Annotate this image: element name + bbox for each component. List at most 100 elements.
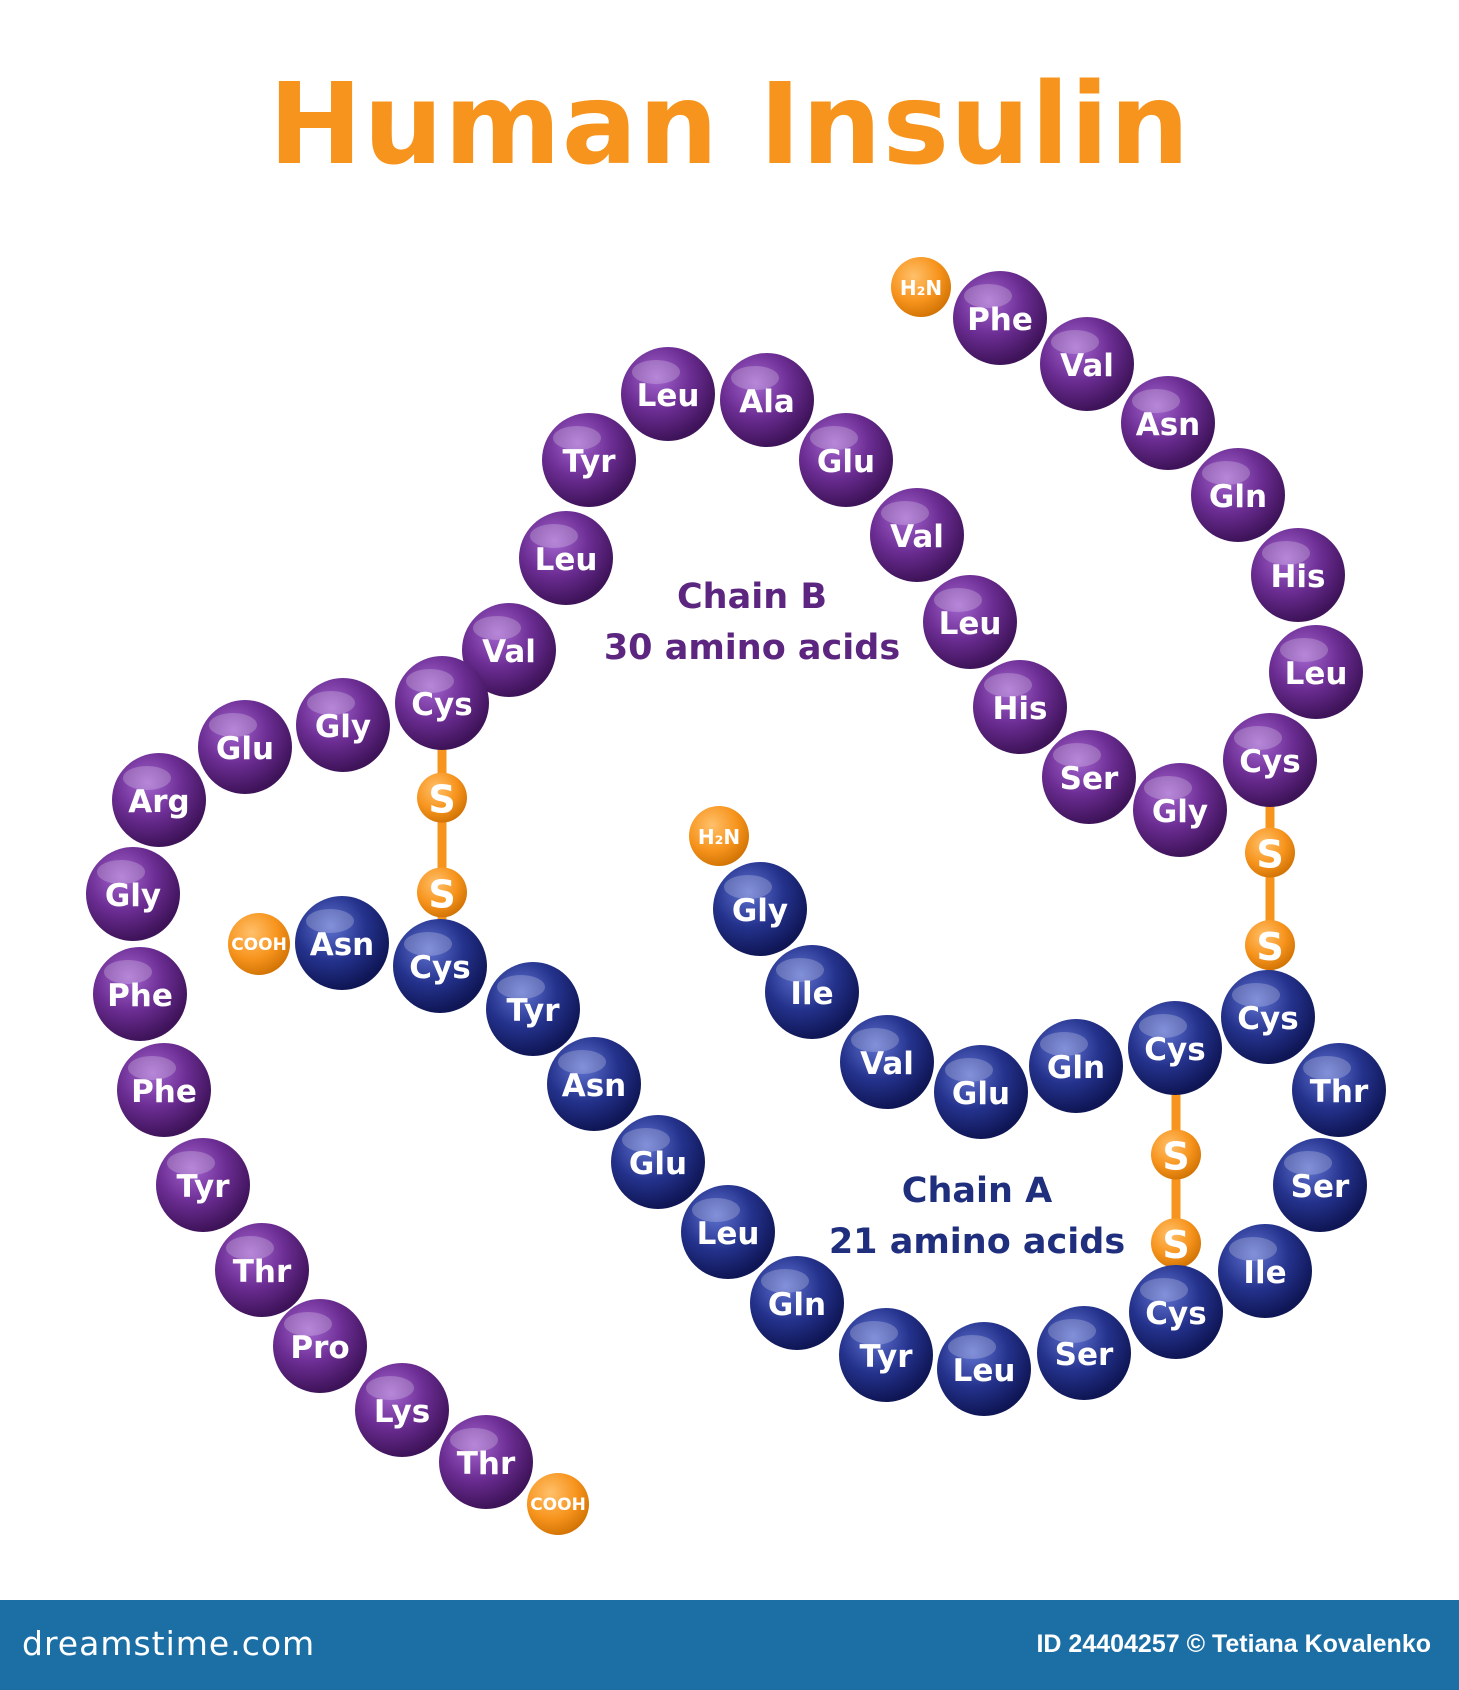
page-title: Human Insulin bbox=[268, 60, 1191, 190]
chain-b-bead bbox=[1269, 625, 1363, 719]
sulfur-label: S bbox=[1256, 833, 1283, 877]
chain-a-c-terminus-circle bbox=[228, 913, 290, 975]
chain-b-c-terminus: COOH bbox=[527, 1473, 589, 1535]
chain-a-bead-highlight bbox=[776, 958, 824, 982]
sulfur-atom bbox=[417, 772, 467, 823]
chain-b-residue: Leu bbox=[519, 511, 613, 605]
chain-b-residue: Glu bbox=[799, 413, 893, 507]
chain-a-bead bbox=[839, 1308, 933, 1402]
chain-b-bead bbox=[273, 1299, 367, 1393]
chain-b-residue-label: His bbox=[1270, 559, 1325, 595]
chain-a-bead-highlight bbox=[1229, 1237, 1277, 1261]
footer-site: dreamstime.com bbox=[22, 1624, 316, 1663]
chain-b-bead-highlight bbox=[128, 1056, 176, 1080]
chain-b-residue-label: Lys bbox=[374, 1394, 430, 1430]
chain-a-residue-label: Asn bbox=[562, 1068, 627, 1104]
chain-b-residue-label: Ser bbox=[1060, 761, 1119, 797]
chain-b-residue-label: Leu bbox=[535, 542, 598, 578]
sulfur-atom bbox=[1151, 1218, 1201, 1269]
chain-a-residue-label: Glu bbox=[629, 1146, 687, 1182]
chain-b-residue: Gly bbox=[296, 678, 390, 772]
chain-a-residue: Leu bbox=[681, 1185, 775, 1279]
chain-b-residue: Pro bbox=[273, 1299, 367, 1393]
chain-a-n-terminus: H₂N bbox=[689, 806, 749, 866]
chain-a-residue: Ile bbox=[765, 945, 859, 1039]
chain-a-bead-highlight bbox=[851, 1028, 899, 1052]
chain-a-bead-highlight bbox=[850, 1321, 898, 1345]
chain-b-residue: Thr bbox=[439, 1415, 533, 1509]
chain-b-count: 30 amino acids bbox=[604, 628, 900, 668]
chain-a-residue: Glu bbox=[611, 1115, 705, 1209]
chain-b-n-terminus: H₂N bbox=[891, 257, 951, 317]
chain-b-bead-highlight bbox=[731, 366, 779, 390]
chain-a-residue: Cys bbox=[1129, 1265, 1223, 1359]
chain-a-residue: Ser bbox=[1037, 1306, 1131, 1400]
chain-b-residue: Lys bbox=[355, 1363, 449, 1457]
chain-b-residue: Leu bbox=[621, 347, 715, 441]
chain-a-bead bbox=[1292, 1043, 1386, 1137]
chain-b-bead-highlight bbox=[1202, 461, 1250, 485]
chain-b-residue: Gly bbox=[1133, 763, 1227, 857]
chain-a-residue-label: Ser bbox=[1291, 1169, 1350, 1205]
chain-b-residue-label: Phe bbox=[131, 1074, 197, 1110]
chain-a-bead-highlight bbox=[1303, 1056, 1351, 1080]
chain-a-count: 21 amino acids bbox=[829, 1222, 1125, 1262]
chain-b-residue-label: Thr bbox=[457, 1446, 516, 1482]
chain-b-bead bbox=[1121, 376, 1215, 470]
chain-a-c-terminus-label: COOH bbox=[231, 935, 287, 955]
chain-a-residue: Gly bbox=[713, 862, 807, 956]
chain-b-residue-label: Thr bbox=[233, 1254, 292, 1290]
chain-b-bead-highlight bbox=[1234, 726, 1282, 750]
chain-a-residue-label: Gln bbox=[768, 1287, 826, 1323]
chain-b-residue-label: Glu bbox=[817, 444, 875, 480]
chain-b-residue: Phe bbox=[93, 947, 187, 1041]
chain-b-n-terminus-circle bbox=[891, 257, 951, 317]
chain-a-bead bbox=[1128, 1001, 1222, 1095]
chain-b-residue-label: Glu bbox=[216, 731, 274, 767]
chain-b-residue: Gln bbox=[1191, 448, 1285, 542]
chain-a-bead-highlight bbox=[724, 875, 772, 899]
chain-a-bead-highlight bbox=[948, 1335, 996, 1359]
chain-a-bead bbox=[1037, 1306, 1131, 1400]
chain-a-bead bbox=[713, 862, 807, 956]
chain-a-residue: Cys bbox=[1128, 1001, 1222, 1095]
chain-a-residue-label: Ile bbox=[790, 976, 833, 1012]
chain-a-n-terminus-label: H₂N bbox=[698, 825, 740, 849]
chain-b-bead bbox=[923, 575, 1017, 669]
chain-b-bead-highlight bbox=[964, 284, 1012, 308]
chain-b-bead-highlight bbox=[632, 360, 680, 384]
chain-b-bead bbox=[799, 413, 893, 507]
chain-a-residue: Val bbox=[840, 1015, 934, 1109]
chain-b-bead bbox=[953, 271, 1047, 365]
chain-b-bead bbox=[462, 603, 556, 697]
footer-bar: dreamstime.com ID 24404257 © Tetiana Kov… bbox=[0, 1600, 1459, 1690]
chain-b-bead bbox=[973, 660, 1067, 754]
chain-b-bead bbox=[439, 1415, 533, 1509]
chain-b-residue: Tyr bbox=[542, 413, 636, 507]
chain-a-bead bbox=[611, 1115, 705, 1209]
chain-b-residue: Phe bbox=[117, 1043, 211, 1137]
chain-b-residue-label: Tyr bbox=[563, 444, 617, 480]
chain-b-residue: His bbox=[973, 660, 1067, 754]
chain-b-bead-highlight bbox=[307, 691, 355, 715]
chain-a-residue-label: Ser bbox=[1055, 1337, 1114, 1373]
chain-b-bead-highlight bbox=[1132, 389, 1180, 413]
sulfur-atom bbox=[1245, 920, 1295, 971]
chain-a-bead bbox=[1218, 1224, 1312, 1318]
sulfur-label: S bbox=[1162, 1135, 1189, 1179]
chain-b-bead bbox=[720, 353, 814, 447]
chain-b-bead bbox=[1251, 528, 1345, 622]
chain-b-residue: Leu bbox=[1269, 625, 1363, 719]
chain-b-residue-label: Leu bbox=[939, 606, 1002, 642]
chain-a-bead bbox=[486, 962, 580, 1056]
sulfur-label: S bbox=[1162, 1223, 1189, 1267]
chain-b-bead bbox=[395, 656, 489, 750]
chain-a-bead-highlight bbox=[1284, 1151, 1332, 1175]
chain-b-bead bbox=[621, 347, 715, 441]
chain-a-bead-highlight bbox=[1040, 1032, 1088, 1056]
chain-a-bead-highlight bbox=[497, 975, 545, 999]
chain-a-residue-label: Gly bbox=[732, 893, 788, 929]
chain-b-residue-label: Val bbox=[1060, 348, 1114, 384]
chain-b-residue-label: Gly bbox=[105, 878, 161, 914]
